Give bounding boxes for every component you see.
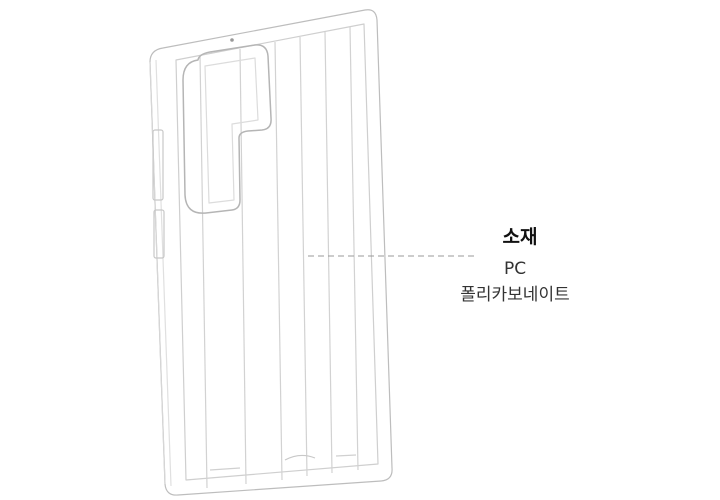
material-name: 폴리카보네이트 bbox=[460, 285, 570, 305]
callout-title: 소재 bbox=[502, 226, 538, 248]
material-code: PC bbox=[503, 259, 527, 279]
callout-material: PC 폴리카보네이트 bbox=[440, 256, 590, 308]
